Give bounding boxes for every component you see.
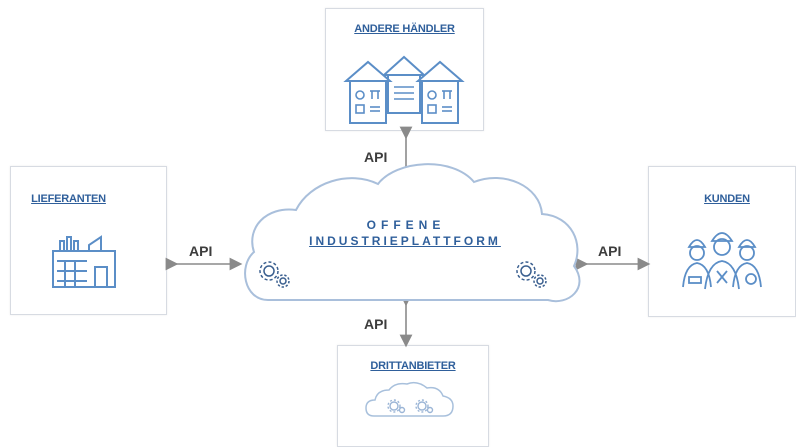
api-label-left: API [189,243,213,259]
platform-title-line2: INDUSTRIEPLATTFORM [309,234,501,248]
factory-icon [52,235,116,288]
workers-icon [682,232,762,290]
platform-title-line1: OFFENE [366,218,446,232]
node-title: ANDERE HÄNDLER [354,23,455,35]
api-label-top: API [364,149,388,165]
api-label-right: API [598,243,622,259]
connector-arrows [165,126,651,348]
node-andere-haendler: ANDERE HÄNDLER [325,8,484,131]
retail-buildings-icon [343,55,465,124]
cloud-gears-icon [365,381,454,417]
gears-icon-right [516,261,547,288]
node-title: DRITTANBIETER [370,360,456,372]
cloud-icon [244,163,581,303]
node-drittanbieter: DRITTANBIETER [337,345,489,447]
gears-icon-left [259,261,290,288]
api-label-bottom: API [364,316,388,332]
node-kunden: KUNDEN [648,166,796,317]
node-lieferanten: LIEFERANTEN [10,166,167,315]
node-title: LIEFERANTEN [31,193,106,205]
node-title: KUNDEN [704,193,750,205]
